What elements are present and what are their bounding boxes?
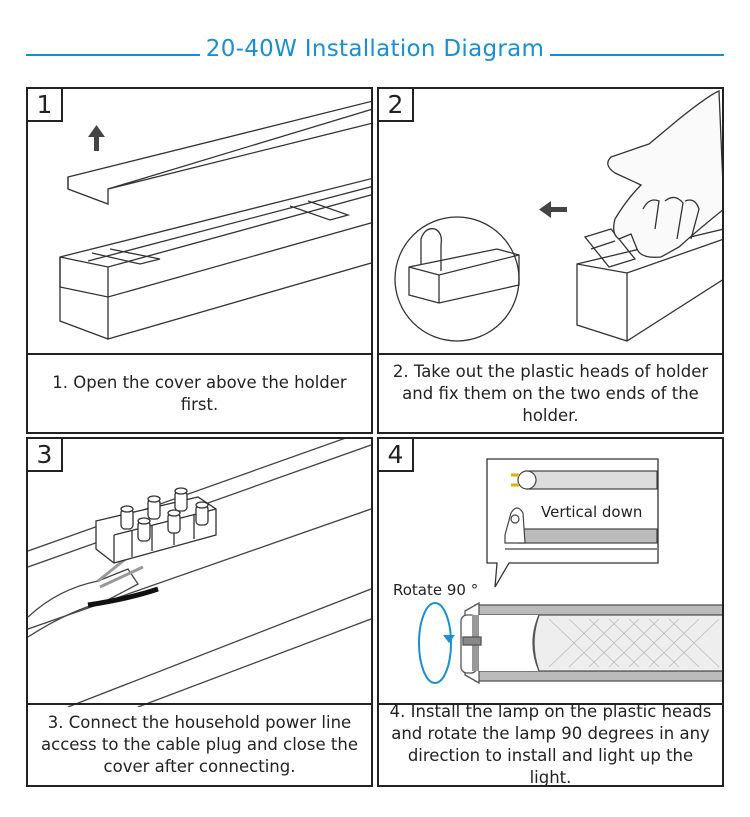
zoom-circle — [394, 216, 520, 342]
step-3-caption: 3. Connect the household power line acce… — [28, 703, 371, 785]
lamp-pattern — [533, 614, 722, 672]
header-rule-right — [550, 54, 724, 56]
diagram-title: 20-40W Installation Diagram — [205, 36, 545, 62]
header-rule-left — [26, 54, 200, 56]
step-3-illustration — [28, 439, 371, 707]
step-2-caption: 2. Take out the plastic heads of holder … — [379, 353, 722, 432]
power-cable — [28, 568, 139, 638]
callout-box — [486, 458, 659, 588]
left-arrow-icon — [539, 201, 567, 218]
lamp-tube — [460, 601, 722, 685]
step-4-illustration: Vertical down Rotate 90 ° — [379, 439, 722, 707]
vertical-down-label: Vertical down — [541, 503, 642, 521]
step-number-1: 1 — [28, 89, 63, 122]
step-4-caption: 4. Install the lamp on the plastic heads… — [379, 702, 722, 787]
callout-lamp — [504, 470, 658, 550]
panel-step-2: 2 — [377, 87, 724, 434]
terminal-block — [95, 487, 217, 564]
rotate-label: Rotate 90 ° — [393, 581, 478, 599]
panel-step-4: 4 Vertical down Rotate 90 ° — [377, 437, 724, 787]
rotate-arrow-icon — [418, 602, 452, 684]
panel-step-3: 3 — [26, 437, 373, 787]
step-2-illustration — [379, 89, 722, 355]
plastic-head — [420, 228, 443, 271]
fixture-holder — [576, 228, 722, 342]
up-arrow-icon — [88, 125, 105, 151]
holder-cover — [67, 100, 371, 205]
hand — [607, 90, 722, 258]
step-number-3: 3 — [28, 439, 63, 472]
step-number-4: 4 — [379, 439, 414, 472]
panel-step-1: 1 1. Open — [26, 87, 373, 434]
step-1-caption: 1. Open the cover above the holder first… — [28, 353, 371, 432]
step-number-2: 2 — [379, 89, 414, 122]
step-1-illustration — [28, 89, 371, 355]
